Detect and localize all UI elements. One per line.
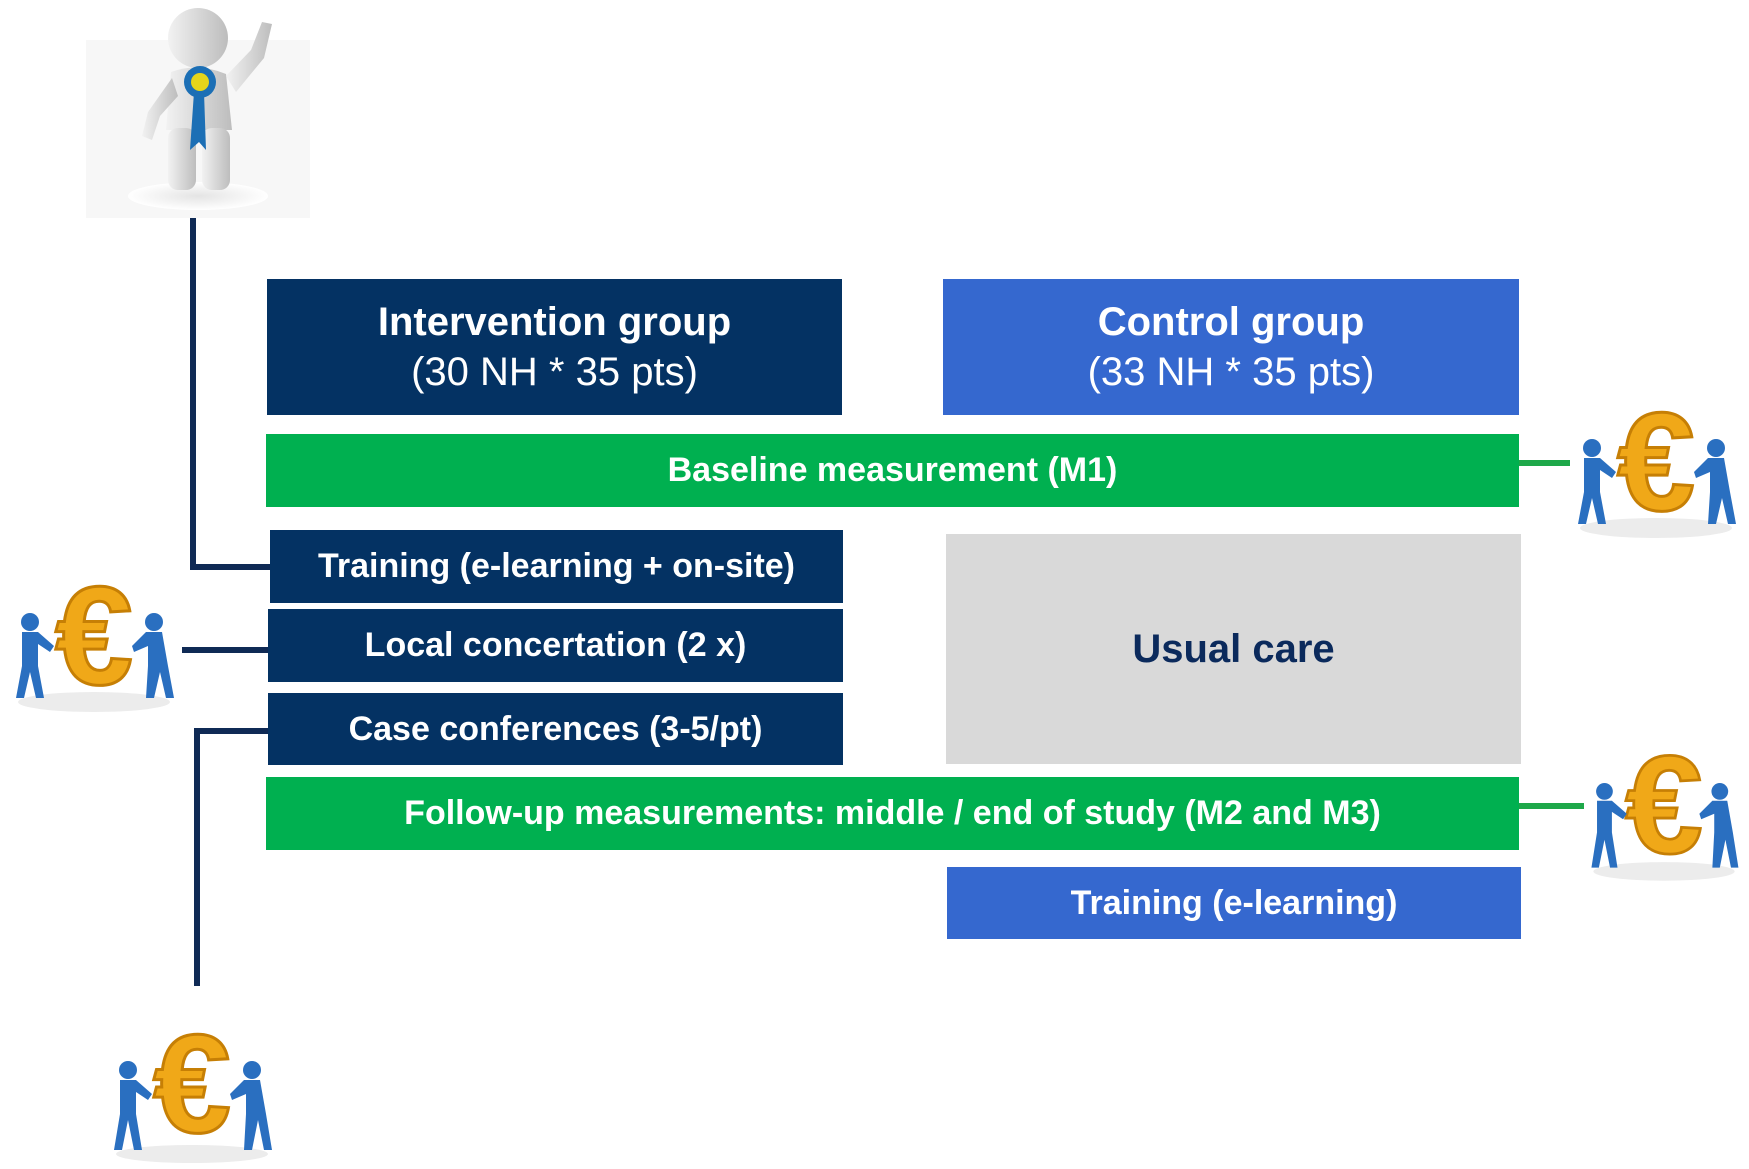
connector-case-horizontal	[194, 728, 270, 734]
svg-text:€: €	[153, 1014, 231, 1162]
connector-followup-cost	[1518, 803, 1584, 809]
intervention-step-case-conferences: Case conferences (3-5/pt)	[268, 693, 843, 765]
svg-text:€: €	[1617, 392, 1695, 540]
person-with-ribbon-icon	[86, 0, 310, 218]
intervention-group-header: Intervention group (30 NH * 35 pts)	[267, 279, 842, 415]
euro-cost-icon: €	[1584, 725, 1744, 890]
connector-leader-vertical	[190, 218, 196, 570]
euro-cost-icon: €	[8, 556, 180, 716]
euro-cost-icon: €	[106, 1004, 278, 1164]
intervention-group-title: Intervention group	[377, 300, 732, 344]
euro-cost-icon: €	[1570, 382, 1742, 542]
followup-measurement-bar: Follow-up measurements: middle / end of …	[266, 777, 1519, 850]
svg-text:€: €	[1625, 730, 1703, 883]
connector-cost-concertation	[182, 647, 268, 653]
usual-care-box: Usual care	[946, 534, 1521, 764]
baseline-measurement-bar: Baseline measurement (M1)	[266, 434, 1519, 507]
control-training-bar: Training (e-learning)	[947, 867, 1521, 939]
intervention-step-training: Training (e-learning + on-site)	[270, 530, 843, 603]
control-group-size: (33 NH * 35 pts)	[1087, 350, 1375, 394]
intervention-step-concertation: Local concertation (2 x)	[268, 609, 843, 682]
connector-baseline-cost	[1518, 460, 1570, 466]
connector-leader-training	[190, 564, 270, 570]
svg-text:€: €	[55, 566, 133, 714]
control-group-header: Control group (33 NH * 35 pts)	[943, 279, 1519, 415]
intervention-group-size: (30 NH * 35 pts)	[411, 350, 698, 394]
control-group-title: Control group	[1097, 300, 1365, 344]
connector-case-vertical	[194, 728, 200, 986]
